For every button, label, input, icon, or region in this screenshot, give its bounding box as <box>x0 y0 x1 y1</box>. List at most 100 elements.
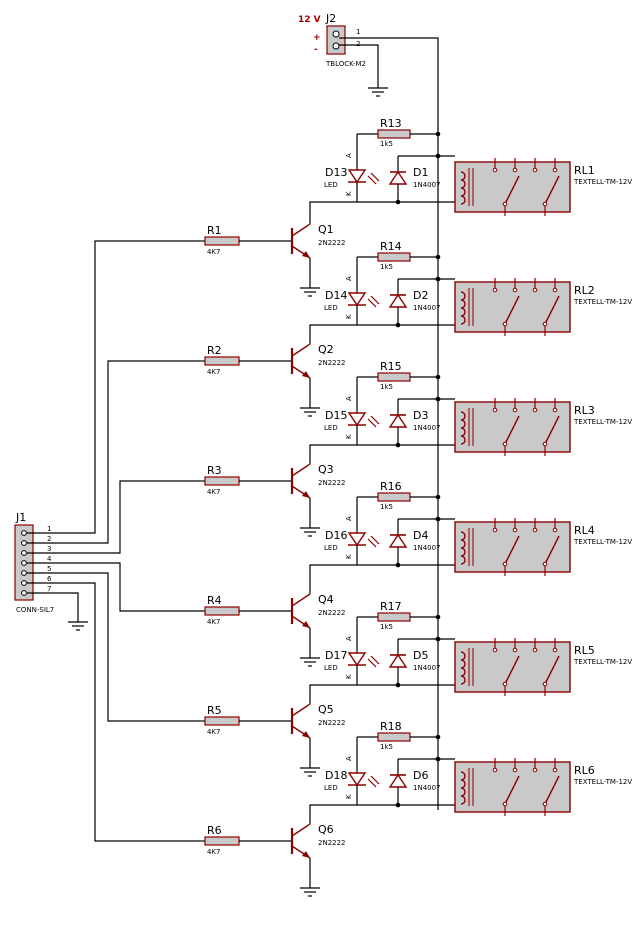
flyback-diode-icon <box>388 758 438 805</box>
diode-ref: D2 <box>413 289 428 302</box>
ground-icon <box>300 527 320 537</box>
relay-value: TEXTELL-TM-12V <box>573 418 632 426</box>
relay-icon <box>438 155 571 216</box>
j1-pin-2-contact <box>21 540 27 546</box>
led-resistor-body <box>377 252 411 262</box>
ground-icon <box>300 407 320 417</box>
collector-wire <box>309 684 455 704</box>
led-icon <box>347 639 380 685</box>
relay-ref: RL5 <box>574 644 595 657</box>
j1-pin-3-label: 3 <box>47 545 51 553</box>
j1-pin-1-label: 1 <box>47 525 51 533</box>
j2-ground-icon <box>368 87 388 97</box>
base-resistor-body <box>204 716 240 726</box>
base-resistor-ref: R1 <box>207 224 222 237</box>
led-cathode-pin-label: K <box>345 191 353 196</box>
transistor-value: 2N2222 <box>318 479 346 487</box>
led-resistor-value: 1k5 <box>380 383 393 391</box>
base-resistor-ref: R4 <box>207 594 222 607</box>
led-resistor-value: 1k5 <box>380 623 393 631</box>
led-resistor-body <box>377 492 411 502</box>
transistor-value: 2N2222 <box>318 719 346 727</box>
j1-pin-4-label: 4 <box>47 555 52 563</box>
relay-icon <box>438 398 571 456</box>
led-icon <box>347 519 380 565</box>
j1-pin-5-contact <box>21 570 27 576</box>
junction-dot <box>395 682 401 688</box>
plus-sign: + <box>313 33 321 43</box>
led-resistor-value: 1k5 <box>380 503 393 511</box>
transistor-value: 2N2222 <box>318 239 346 247</box>
j1-pin-6-label: 6 <box>47 575 52 583</box>
collector-wire <box>309 564 455 594</box>
junction-dot <box>435 756 441 762</box>
transistor-ref: Q4 <box>318 593 334 606</box>
transistor-ref: Q3 <box>318 463 334 476</box>
junction-dot <box>435 614 441 620</box>
led-resistor-body <box>377 732 411 742</box>
relay-ref: RL1 <box>574 164 595 177</box>
relay-ref: RL3 <box>574 404 595 417</box>
led-resistor-value: 1k5 <box>380 743 393 751</box>
relay-channel-5: R54K7Q52N2222R171k5D17LEDAKD51N4007RL5TE… <box>200 600 632 777</box>
junction-dot <box>435 276 441 282</box>
junction-dot <box>395 442 401 448</box>
led-value: LED <box>324 784 338 792</box>
led-value: LED <box>324 304 338 312</box>
diode-value: 1N4007 <box>413 784 441 792</box>
minus-sign: - <box>314 45 318 55</box>
transistor-value: 2N2222 <box>318 609 346 617</box>
junction-dot <box>435 396 441 402</box>
supply-voltage-label: 12 V <box>298 15 321 25</box>
base-resistor-value: 4K7 <box>207 848 221 856</box>
relay-ref: RL2 <box>574 284 595 297</box>
led-cathode-pin-label: K <box>345 554 353 559</box>
relay-channel-4: R44K7Q42N2222R161k5D16LEDAKD41N4007RL4TE… <box>200 480 632 667</box>
relay-icon <box>438 278 571 336</box>
relay-channel-2: R24K7Q22N2222R141k5D14LEDAKD21N4007RL2TE… <box>200 240 632 417</box>
base-resistor-ref: R3 <box>207 464 222 477</box>
junction-dot <box>395 199 401 205</box>
base-resistor-ref: R2 <box>207 344 222 357</box>
base-resistor-value: 4K7 <box>207 368 221 376</box>
collector-wire <box>309 444 455 464</box>
j1-value: CONN-SIL7 <box>16 606 54 614</box>
base-resistor-body <box>204 606 240 616</box>
diode-ref: D6 <box>413 769 428 782</box>
led-resistor-ref: R16 <box>380 480 402 493</box>
relay-value: TEXTELL-TM-12V <box>573 778 632 786</box>
diode-value: 1N4007 <box>413 304 441 312</box>
diode-value: 1N4007 <box>413 424 441 432</box>
diode-ref: D5 <box>413 649 428 662</box>
led-resistor-ref: R17 <box>380 600 402 613</box>
led-anode-pin-label: A <box>345 396 353 401</box>
collector-wire <box>309 201 455 224</box>
base-resistor-value: 4K7 <box>207 488 221 496</box>
junction-dot <box>395 562 401 568</box>
j1-pin-7-contact <box>21 590 27 596</box>
led-cathode-pin-label: K <box>345 794 353 799</box>
led-icon <box>347 279 380 325</box>
led-resistor-ref: R13 <box>380 117 402 130</box>
ground-icon <box>300 657 320 667</box>
j1-pin-3-contact <box>21 550 27 556</box>
j1-pin-4-contact <box>21 560 27 566</box>
flyback-diode-icon <box>388 638 438 685</box>
flyback-diode-icon <box>388 155 438 202</box>
collector-wire <box>309 804 455 824</box>
diode-ref: D4 <box>413 529 428 542</box>
led-icon <box>347 399 380 445</box>
led-resistor-body <box>377 129 411 139</box>
led-anode-pin-label: A <box>345 153 353 158</box>
junction-dot <box>435 131 441 137</box>
j1-ref: J1 <box>15 511 26 524</box>
j2-pin-2: 2 <box>356 40 360 48</box>
transistor-ref: Q2 <box>318 343 334 356</box>
j1-route-wire-1 <box>60 240 200 534</box>
npn-transistor-icon <box>283 703 311 739</box>
j1-ground-icon <box>68 621 88 631</box>
relay-channel-1: R14K7Q12N2222R131k5D13LEDAKD11N4007RL1TE… <box>200 117 632 297</box>
led-resistor-ref: R14 <box>380 240 402 253</box>
diode-value: 1N4007 <box>413 664 441 672</box>
ground-icon <box>300 887 320 897</box>
